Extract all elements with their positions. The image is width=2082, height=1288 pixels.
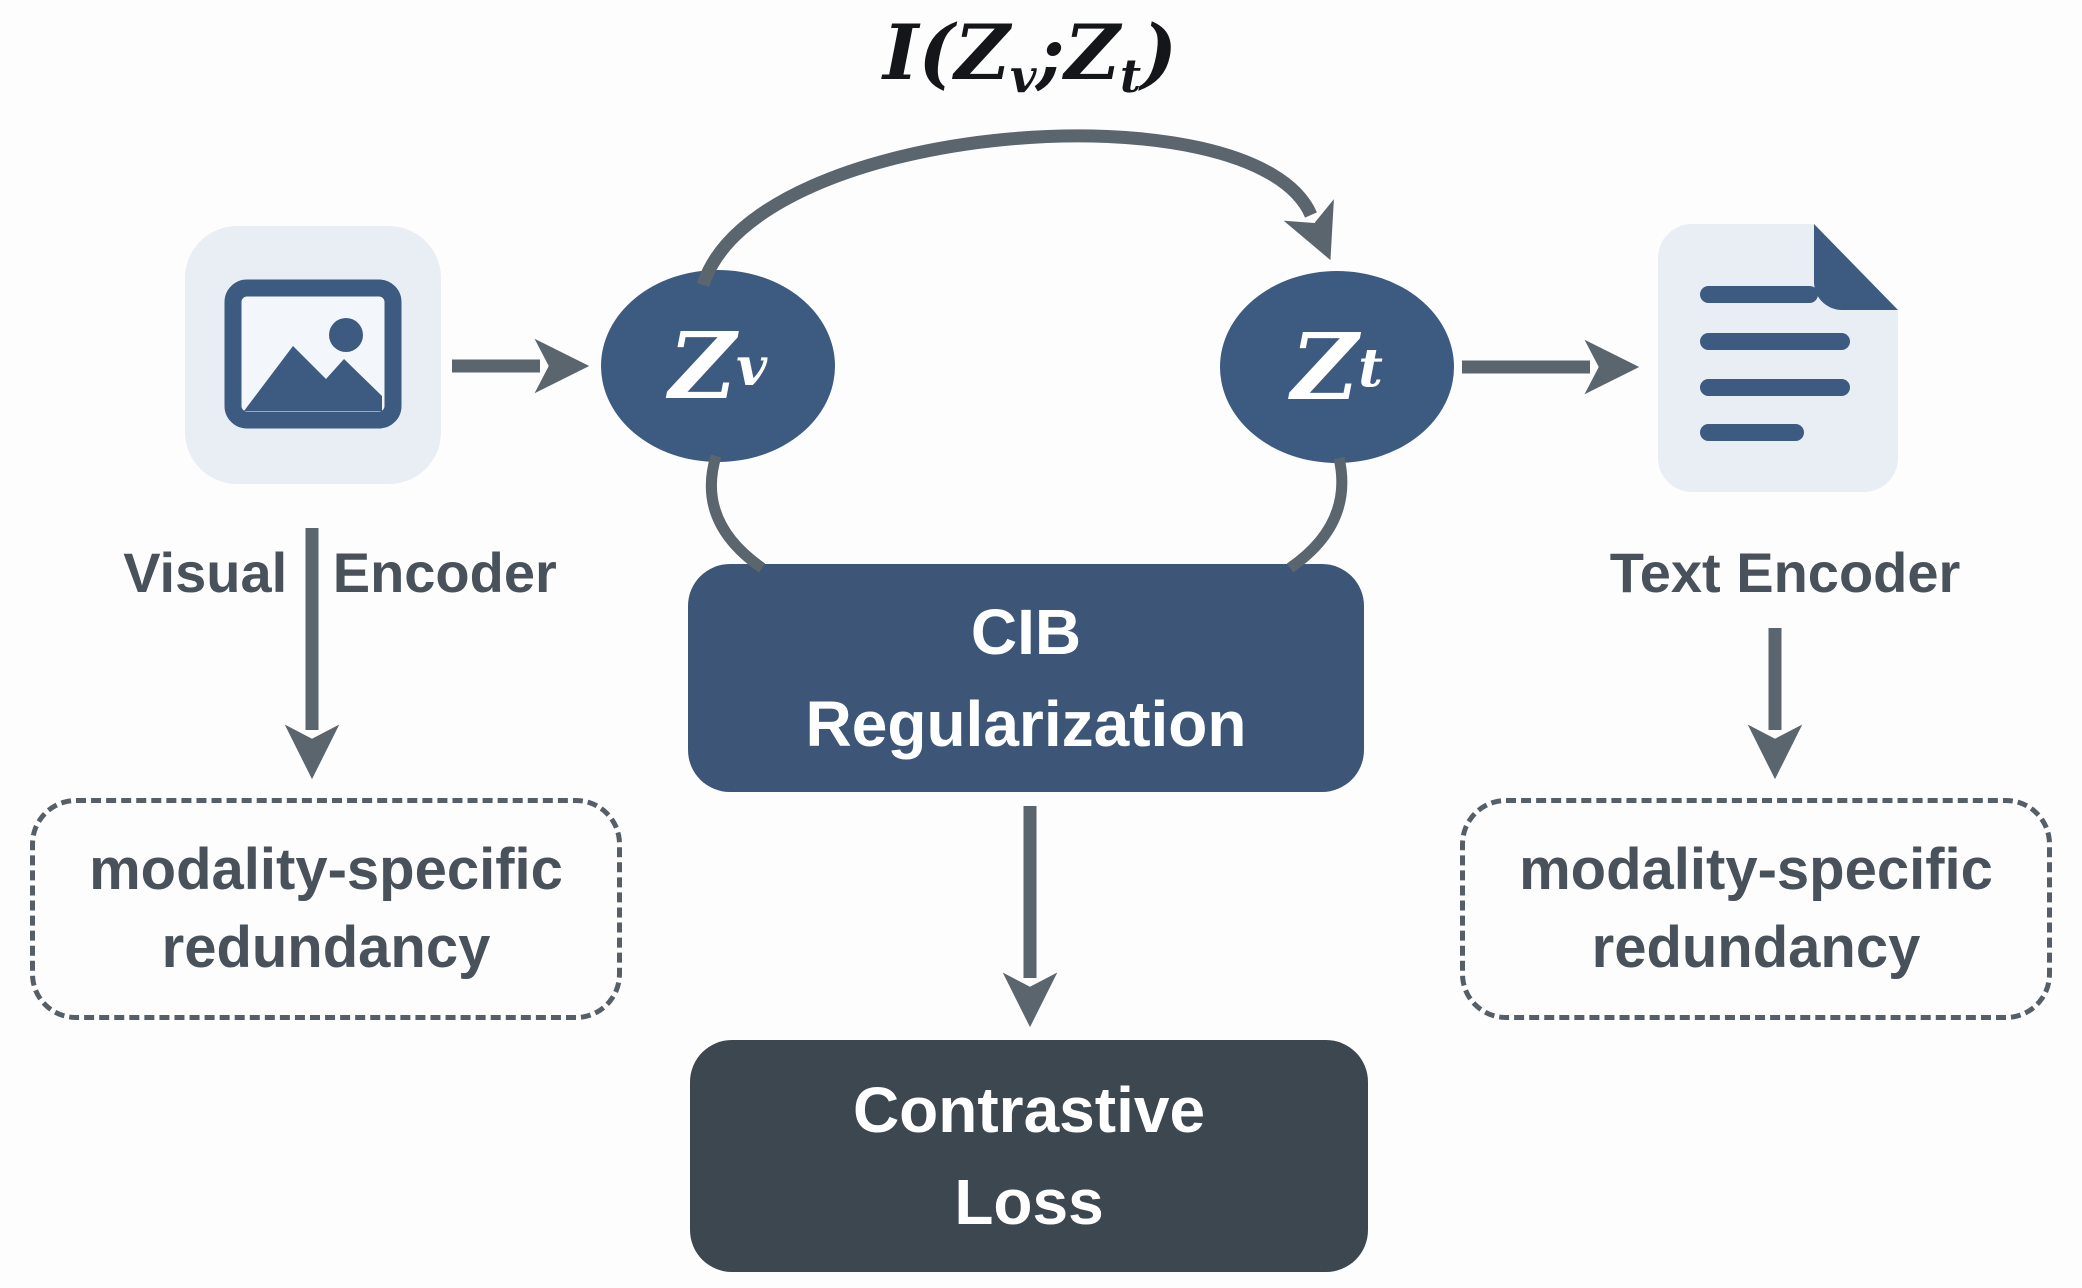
- formula-arg2-base: Z: [1064, 8, 1121, 97]
- connector-zv-to-cib: [705, 454, 766, 573]
- redundancy-right-line1: modality-specific: [1519, 837, 1993, 902]
- document-icon: [1658, 224, 1898, 492]
- cib-regularization-box: CIB Regularization: [688, 564, 1364, 792]
- visual-encoder-label: Visual Encoder: [123, 541, 557, 604]
- redundancy-right-line2: redundancy: [1591, 915, 1921, 980]
- redundancy-box-right: modality-specific redundancy: [1460, 798, 2052, 1020]
- formula-separator: ;: [1036, 8, 1065, 97]
- redundancy-left-line1: modality-specific: [89, 837, 563, 902]
- contrastive-loss-box: Contrastive Loss: [690, 1040, 1368, 1272]
- redundancy-left-line2: redundancy: [161, 915, 491, 980]
- zv-sub: v: [736, 334, 768, 398]
- mutual-information-formula: I(Zv;Zt): [820, 0, 1240, 110]
- zt-sub: t: [1358, 335, 1383, 399]
- arrow-zv-to-zt-arc: [696, 129, 1334, 288]
- cib-line2: Regularization: [805, 688, 1247, 760]
- contrastive-line2: Loss: [954, 1166, 1104, 1238]
- visual-encoder-icon: [185, 226, 441, 484]
- formula-open-paren: (: [918, 8, 955, 97]
- zt-label: Z: [1291, 313, 1359, 421]
- formula-arg1-sub: v: [1009, 48, 1037, 103]
- formula-close-paren: ): [1141, 8, 1178, 97]
- formula-func: I: [882, 8, 919, 97]
- redundancy-box-left: modality-specific redundancy: [30, 798, 622, 1020]
- text-encoder-icon: [1658, 224, 1898, 492]
- cib-line1: CIB: [970, 596, 1082, 668]
- formula-arg2-sub: t: [1120, 48, 1142, 103]
- zv-label: Z: [668, 312, 737, 420]
- contrastive-line1: Contrastive: [852, 1074, 1206, 1146]
- image-icon: [224, 279, 402, 429]
- formula-arg1-base: Z: [954, 8, 1010, 97]
- connector-zt-to-cib: [1286, 456, 1348, 573]
- text-encoder-label: Text Encoder: [1609, 541, 1961, 604]
